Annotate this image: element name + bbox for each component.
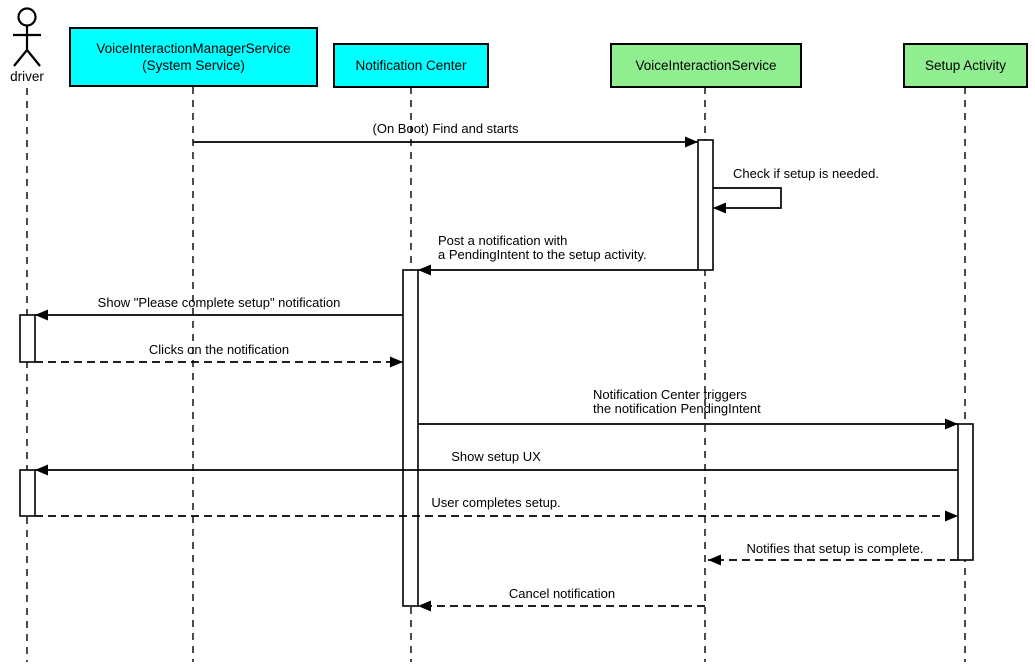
message-label-on-boot-find-and-starts: (On Boot) Find and starts (372, 121, 519, 136)
activation-voice-interaction-service (697, 139, 714, 271)
participant-voice-interaction-service: VoiceInteractionService (610, 43, 802, 88)
activation-notification-center (402, 269, 419, 607)
activation-setup-activity (957, 423, 974, 561)
activation-bars (19, 139, 974, 607)
activation-driver-1 (19, 314, 36, 363)
message-label-clicks-on-notification: Clicks on the notification (148, 342, 290, 357)
actor-driver-icon (13, 7, 41, 67)
participant-setup-activity: Setup Activity (903, 43, 1028, 88)
activation-driver-2 (19, 469, 36, 517)
message-arrows (35, 136, 958, 612)
participant-voice-interaction-manager-service: VoiceInteractionManagerService (System S… (69, 27, 318, 87)
message-label-post-notification: Post a notification with a PendingIntent… (438, 233, 647, 262)
arrow-check-if-setup-needed-self (713, 187, 782, 214)
message-label-show-setup-ux: Show setup UX (451, 449, 541, 464)
message-label-triggers-pending-intent: Notification Center triggers the notific… (593, 387, 761, 416)
message-label-notifies-setup-complete: Notifies that setup is complete. (746, 541, 924, 556)
message-label-show-complete-setup-notification: Show "Please complete setup" notificatio… (97, 295, 341, 310)
participant-driver-label: driver (10, 69, 44, 84)
participant-notification-center: Notification Center (333, 43, 489, 88)
message-label-user-completes-setup: User completes setup. (431, 495, 561, 510)
message-label-check-if-setup-needed: Check if setup is needed. (733, 166, 879, 181)
message-label-cancel-notification: Cancel notification (508, 586, 616, 601)
